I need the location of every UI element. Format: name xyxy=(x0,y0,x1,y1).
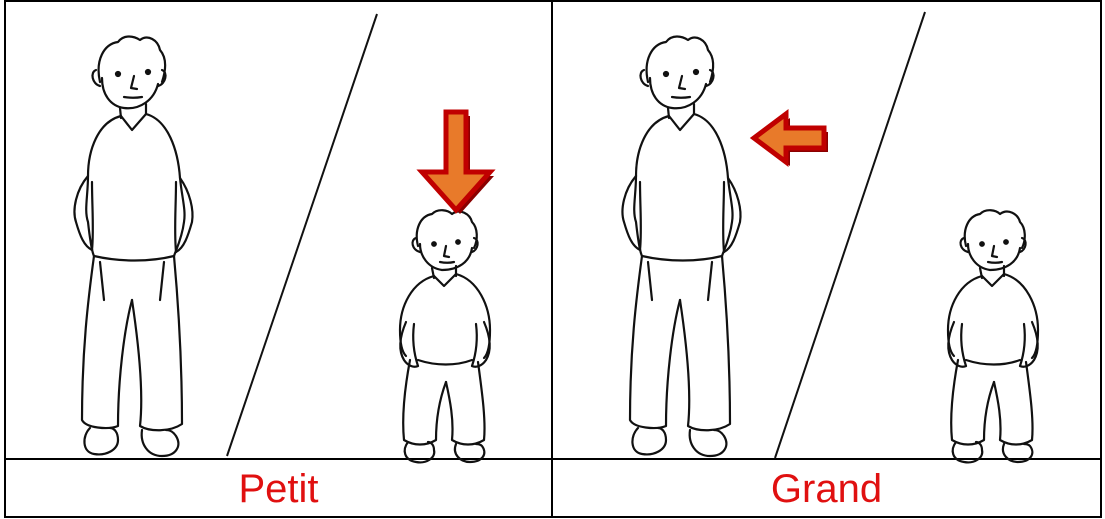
caption-grand: Grand xyxy=(554,460,1099,517)
arrow-down-icon xyxy=(422,112,494,214)
table-grid xyxy=(5,1,1101,517)
tall-man-figure xyxy=(75,37,193,457)
diagonal-divider-line xyxy=(775,12,925,458)
panel-left-illustration xyxy=(75,14,495,462)
caption-petit: Petit xyxy=(6,460,551,517)
panel-right-illustration xyxy=(623,12,1039,462)
small-child-figure xyxy=(948,210,1038,462)
arrow-left-icon xyxy=(754,114,828,166)
diagonal-divider-line xyxy=(227,14,377,456)
small-child-figure xyxy=(400,210,490,462)
tall-man-figure xyxy=(623,37,741,457)
